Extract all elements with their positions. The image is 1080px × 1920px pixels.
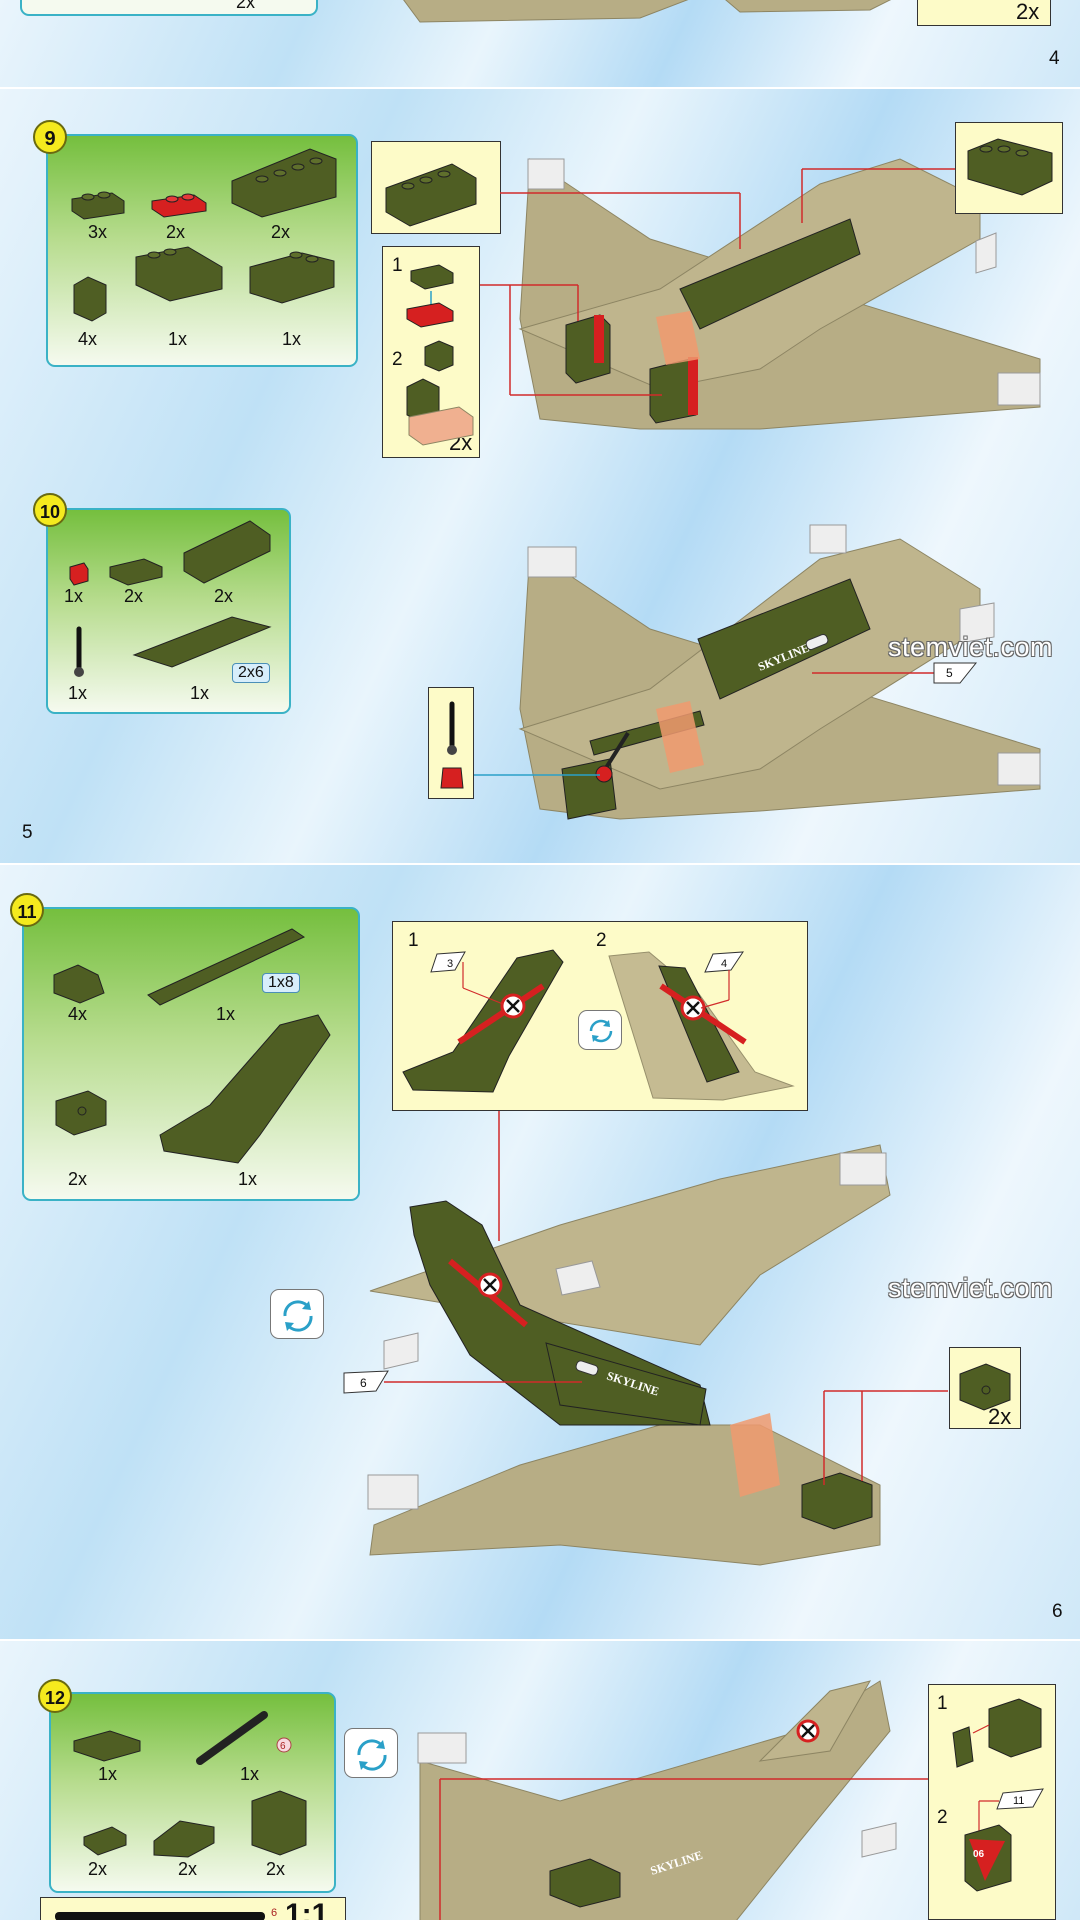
step9-number: 9 [33, 120, 67, 154]
brick-slope-icon [967, 138, 1053, 196]
step11-parts-icons [53, 928, 331, 1164]
step12-qty-5: 2x [266, 1859, 286, 1879]
brick-icon [959, 1363, 1011, 1411]
lever-icon [440, 701, 464, 789]
step9-parts-icons [71, 148, 337, 322]
step11-qty-4: 1x [238, 1169, 258, 1189]
sub-assembly-icons: 11 06 [952, 1698, 1044, 1892]
sticker-number: 5 [946, 666, 953, 680]
step10-callout-lever [428, 687, 474, 799]
brick-1x1 [73, 276, 107, 322]
step12-qty-3: 2x [88, 1859, 108, 1879]
scale-marker: 6 [271, 1907, 278, 1919]
page-4: 2x 2x 4 [0, 0, 1080, 87]
callout-qty: 2x [1016, 0, 1040, 24]
sub-step-2: 2 [596, 930, 607, 951]
sub-step-2: 2 [392, 349, 403, 370]
rotate-icon [578, 1010, 622, 1050]
step9-qty-2: 2x [166, 222, 186, 242]
step11-qty-2: 1x [216, 1004, 236, 1024]
page-6: 11 1x8 4x 1x 2x 1x 1 2 3 4 [0, 865, 1080, 1639]
step10-qty-5: 1x [190, 683, 210, 703]
step8-parts-box-partial [20, 0, 318, 16]
sub-step-1: 1 [392, 255, 403, 276]
step10-aircraft: SKYLINE 5 [474, 524, 1041, 820]
step9-qty-5: 1x [168, 329, 188, 349]
step8-callout-partial: 2x [917, 0, 1051, 26]
part-qty: 2x [236, 0, 256, 12]
step12-qty-4: 2x [178, 1859, 198, 1879]
page-number: 6 [1052, 1601, 1063, 1622]
part-marker: 6 [280, 1741, 286, 1752]
sub-step-1: 1 [937, 1693, 948, 1714]
sticker-number: 3 [447, 958, 453, 970]
callout-qty: 2x [988, 1404, 1012, 1429]
red-plate-1x2 [151, 193, 207, 218]
step9-callout-slope-right [955, 122, 1063, 214]
scale-label: 1:1 [285, 1898, 329, 1920]
step9-qty-3: 2x [271, 222, 291, 242]
sticker-number: 4 [721, 958, 727, 970]
axle-1to1 [55, 1912, 265, 1920]
step11-qty-3: 2x [68, 1169, 88, 1189]
step10-number: 10 [33, 493, 67, 527]
step12-parts-icons: 6 [73, 1711, 307, 1858]
step11-qty-1: 4x [68, 1004, 88, 1024]
brick-slope-1x2 [71, 191, 125, 220]
sub-assembly-icons [406, 264, 474, 446]
step10-qty-2: 2x [124, 586, 144, 606]
step11-callout-brick: 2x [949, 1347, 1021, 1429]
step11-aircraft: SKYLINE 6 [343, 1111, 948, 1566]
step12-callout-assembly: 1 2 11 06 [928, 1684, 1056, 1920]
step12-parts-box [49, 1692, 336, 1893]
step9-callout-slope [371, 141, 501, 234]
brick-print: 06 [973, 1849, 985, 1860]
brick-slope-2x4 [231, 148, 337, 218]
sticker-number: 11 [1013, 1795, 1024, 1807]
sub-step-2: 2 [937, 1807, 948, 1828]
step12-qty-2: 1x [240, 1764, 260, 1784]
size-tag: 1x8 [262, 973, 300, 993]
page-number: 5 [22, 822, 33, 843]
step9-qty-4: 4x [78, 329, 98, 349]
step9-qty-1: 3x [88, 222, 108, 242]
brick-slope-2x3-a [135, 246, 223, 302]
brick-slope-icon [385, 163, 477, 227]
step9-qty-6: 1x [282, 329, 302, 349]
step12-scale-box: 6 1:1 [40, 1897, 346, 1920]
step12-qty-1: 1x [98, 1764, 118, 1784]
step11-number: 11 [10, 893, 44, 927]
step9-aircraft [480, 158, 1041, 430]
page-5: 9 3x 2x 2x 4x 1x 1x 1 2 2x [0, 89, 1080, 863]
tail-fin-icons: 3 4 [402, 949, 795, 1101]
step10-parts-icons [69, 520, 272, 677]
page-7: 12 6 1x 1x 2x 2x 2x 6 1:1 SKYLINE 1 2 [0, 1641, 1080, 1920]
step11-callout-tail: 1 2 3 4 [392, 921, 808, 1111]
sub-step-1: 1 [408, 930, 419, 951]
rotate-icon [270, 1289, 324, 1339]
step10-qty-3: 2x [214, 586, 234, 606]
step12-aircraft: SKYLINE [417, 1680, 930, 1920]
step10-qty-4: 1x [68, 683, 88, 703]
step10-qty-1: 1x [64, 586, 84, 606]
page-number: 4 [1049, 48, 1060, 69]
brick-slope-2x3-b [249, 251, 335, 304]
step9-callout-assembly: 1 2 2x [382, 246, 480, 458]
size-tag: 2x6 [232, 663, 270, 683]
aircraft-partial [403, 0, 892, 23]
watermark: stemviet.com [888, 632, 1054, 662]
watermark: stemviet.com [888, 1273, 1054, 1303]
sticker-number: 6 [360, 1376, 367, 1390]
step12-number: 12 [38, 1679, 72, 1713]
rotate-icon [344, 1728, 398, 1778]
